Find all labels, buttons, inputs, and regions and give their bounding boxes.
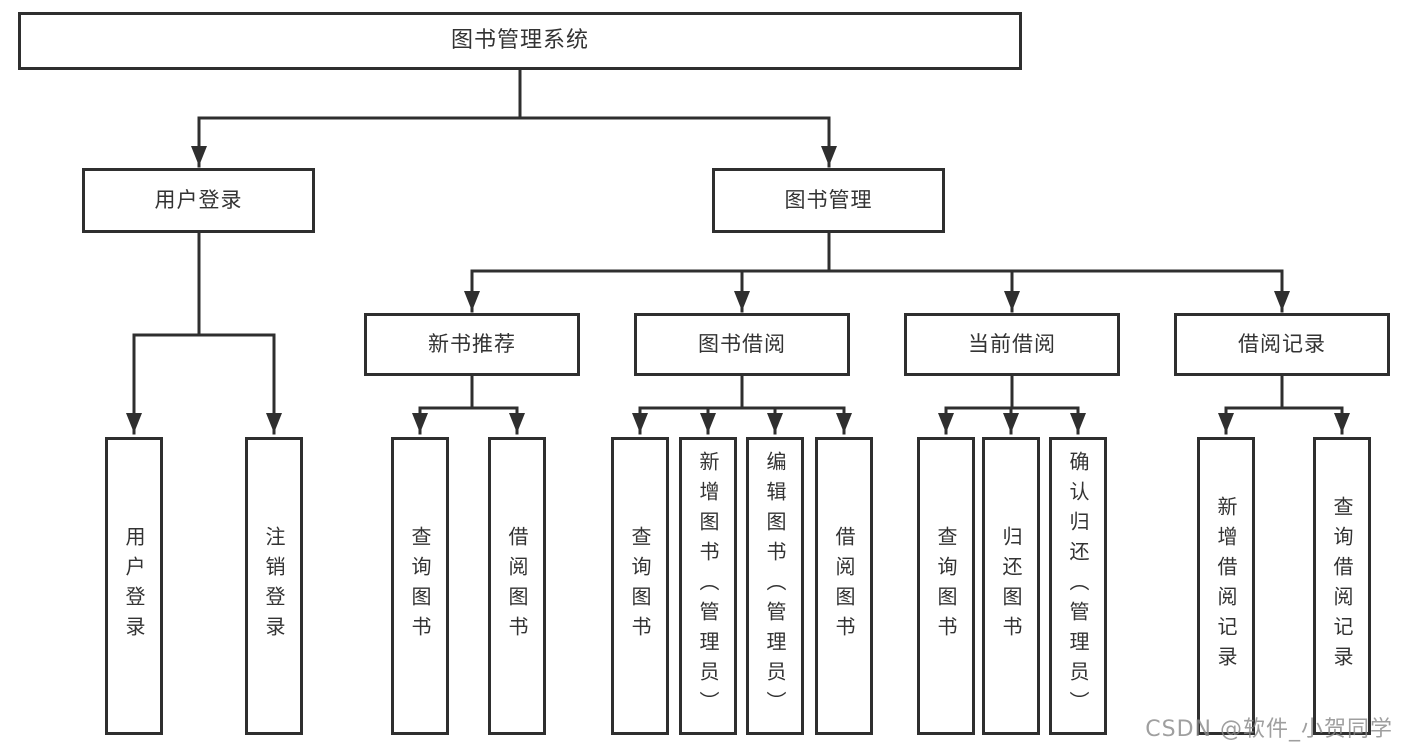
node-library-management-system: 图书管理系统 <box>18 12 1022 70</box>
leaf-borrow-books-1: 借阅图书 <box>488 437 546 735</box>
leaf-add-book-admin: 新增图书（管理员） <box>679 437 737 735</box>
leaf-query-books-3: 查询图书 <box>917 437 975 735</box>
leaf-label: 编辑图书（管理员） <box>763 451 787 721</box>
leaf-add-borrow-record: 新增借阅记录 <box>1197 437 1255 735</box>
node-book-borrowing: 图书借阅 <box>634 313 850 376</box>
leaf-borrow-books-2: 借阅图书 <box>815 437 873 735</box>
leaf-label: 查询图书 <box>934 526 958 646</box>
leaf-query-borrow-record: 查询借阅记录 <box>1313 437 1371 735</box>
node-borrowing-records: 借阅记录 <box>1174 313 1390 376</box>
leaf-logout: 注销登录 <box>245 437 303 735</box>
leaf-query-books-2: 查询图书 <box>611 437 669 735</box>
leaf-label: 查询借阅记录 <box>1330 496 1354 676</box>
leaf-label: 用户登录 <box>122 526 146 646</box>
leaf-label: 借阅图书 <box>505 526 529 646</box>
leaf-user-login: 用户登录 <box>105 437 163 735</box>
leaf-edit-book-admin: 编辑图书（管理员） <box>746 437 804 735</box>
node-new-book-recommend: 新书推荐 <box>364 313 580 376</box>
leaf-return-book: 归还图书 <box>982 437 1040 735</box>
leaf-label: 查询图书 <box>628 526 652 646</box>
leaf-label: 确认归还（管理员） <box>1066 451 1090 721</box>
node-user-login: 用户登录 <box>82 168 315 233</box>
leaf-label: 新增图书（管理员） <box>696 451 720 721</box>
leaf-confirm-return-admin: 确认归还（管理员） <box>1049 437 1107 735</box>
leaf-label: 新增借阅记录 <box>1214 496 1238 676</box>
leaf-label: 查询图书 <box>408 526 432 646</box>
node-book-management: 图书管理 <box>712 168 945 233</box>
node-current-borrowing: 当前借阅 <box>904 313 1120 376</box>
leaf-label: 归还图书 <box>999 526 1023 646</box>
leaf-label: 注销登录 <box>262 526 286 646</box>
leaf-query-books-1: 查询图书 <box>391 437 449 735</box>
leaf-label: 借阅图书 <box>832 526 856 646</box>
csdn-watermark: CSDN @软件_小贺同学 <box>1145 717 1393 742</box>
